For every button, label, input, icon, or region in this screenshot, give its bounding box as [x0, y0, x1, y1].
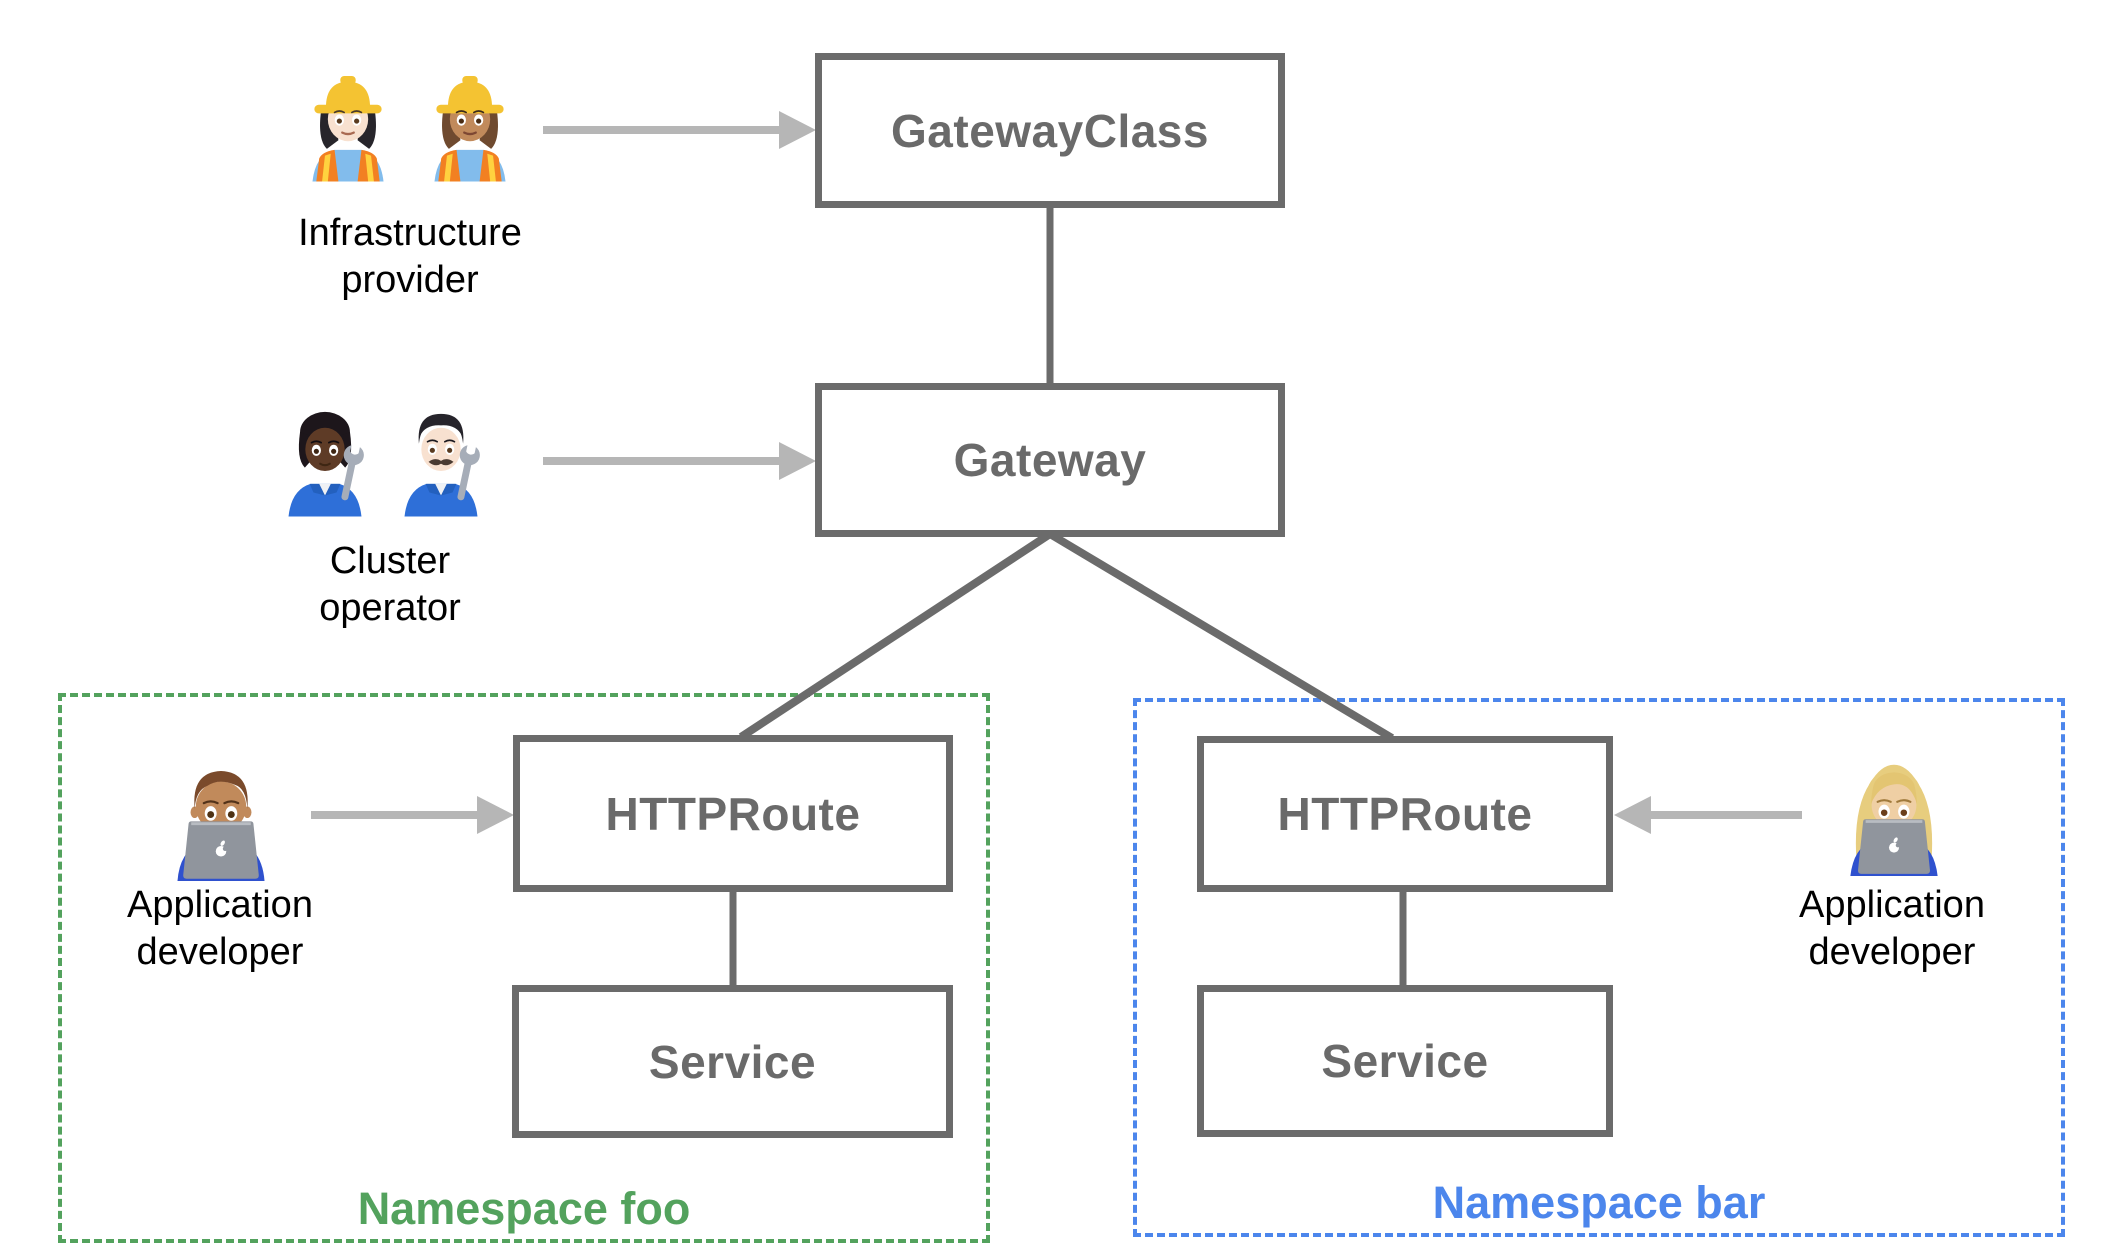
edge-gateway-httproute-bar — [1047, 530, 1395, 742]
node-httproute-bar-label: HTTPRoute — [1277, 788, 1533, 840]
infrastructure-provider-label: Infrastructure provider — [298, 212, 522, 301]
mechanic-dark-icon — [288, 411, 364, 517]
node-service-foo-label: Service — [648, 1035, 817, 1088]
node-gatewayclass-label: GatewayClass — [891, 104, 1209, 157]
node-httproute-bar: HTTPRoute — [1197, 736, 1613, 892]
cluster-operator-label: Cluster operator — [319, 540, 461, 629]
namespace-foo-region: Namespace foo — [58, 693, 990, 1243]
namespace-foo-label: Namespace foo — [357, 1183, 691, 1234]
namespace-bar-region: Namespace bar — [1133, 698, 2065, 1237]
arrow-infrastructure-provider-head — [779, 111, 816, 149]
node-httproute-foo-label: HTTPRoute — [605, 787, 861, 840]
application-developer-bar-label: Application developer — [1799, 884, 1985, 973]
woman-technologist-icon — [1850, 764, 1938, 876]
arrow-appdev-bar-head — [1614, 796, 1651, 834]
edge-gateway-httproute-foo — [738, 530, 1053, 741]
woman-construction-worker-light-icon — [312, 75, 384, 182]
wrench-icon — [341, 445, 364, 501]
node-service-bar: Service — [1197, 985, 1613, 1137]
man-mechanic-light-icon — [404, 413, 480, 517]
node-gateway-label: Gateway — [953, 434, 1147, 486]
node-gateway: Gateway — [815, 383, 1285, 537]
wrench-icon — [457, 445, 480, 501]
arrow-appdev-foo-head — [477, 796, 514, 834]
node-gatewayclass: GatewayClass — [815, 53, 1285, 208]
man-technologist-icon — [177, 771, 265, 881]
node-httproute-foo: HTTPRoute — [513, 735, 953, 892]
application-developer-foo-label: Application developer — [127, 884, 313, 973]
node-service-bar-label: Service — [1321, 1035, 1489, 1087]
namespace-bar-label: Namespace bar — [1432, 1177, 1766, 1228]
node-service-foo: Service — [512, 985, 953, 1138]
woman-construction-worker-medium-icon — [434, 75, 506, 182]
arrow-cluster-operator-head — [779, 442, 816, 480]
